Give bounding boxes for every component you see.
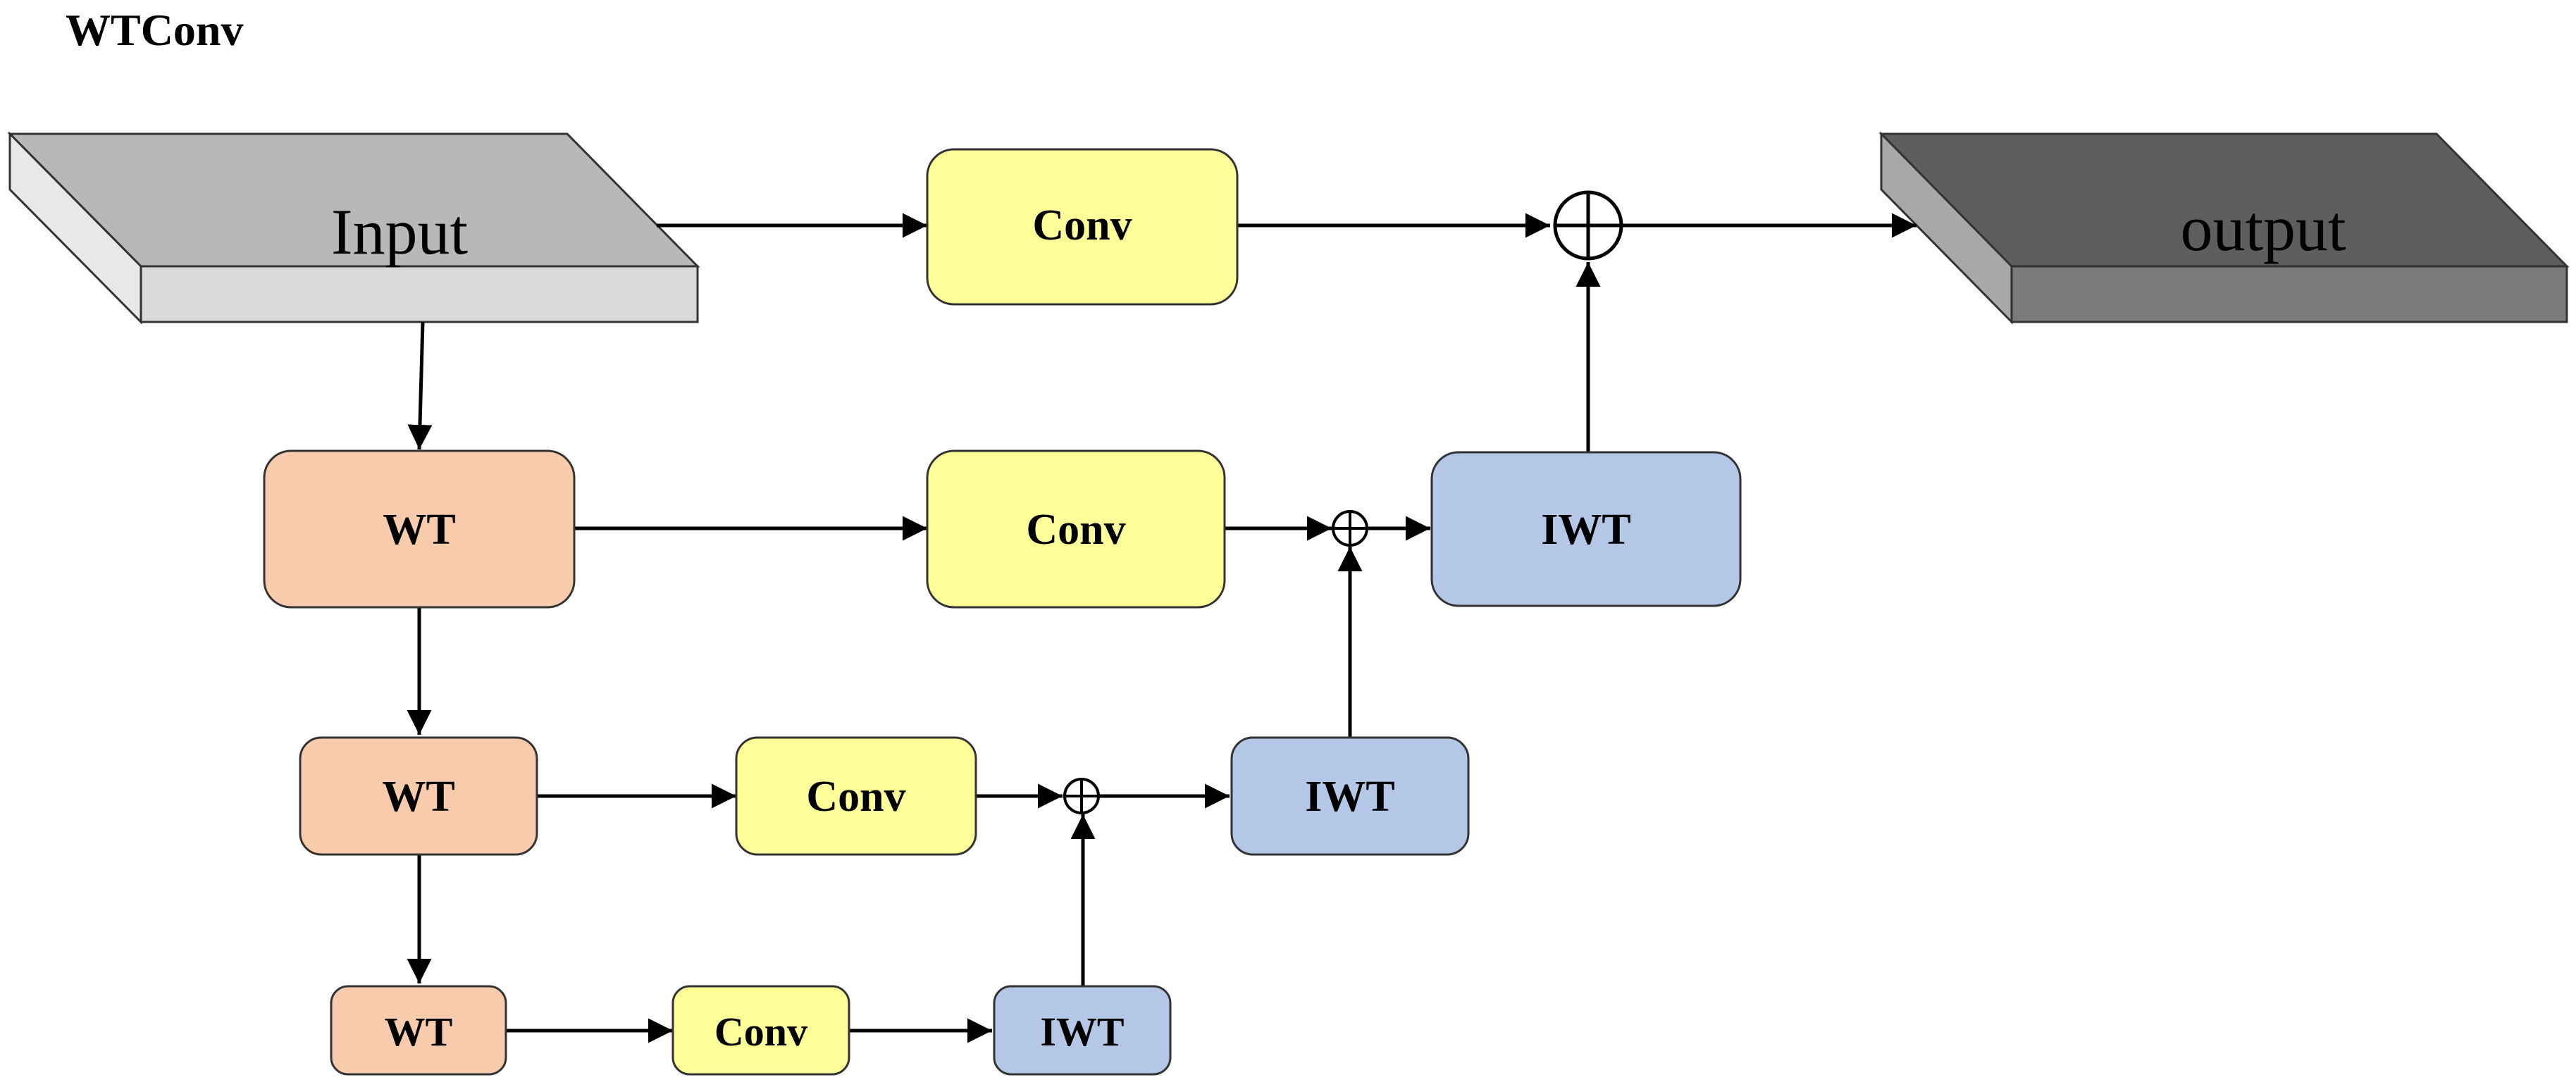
input-label: Input	[331, 196, 469, 268]
iwt3-block: IWT	[993, 985, 1172, 1076]
diagram-title: WTConv	[66, 5, 244, 55]
output-tensor: output	[1878, 131, 2570, 325]
input-tensor: Input	[7, 131, 700, 325]
conv3-label: Conv	[714, 1009, 807, 1055]
conv2-block: Conv	[735, 736, 977, 856]
conv3-block: Conv	[671, 985, 850, 1076]
iwt2-block: IWT	[1230, 736, 1470, 856]
wt3-block: WT	[330, 985, 507, 1076]
conv1-block: Conv	[926, 449, 1226, 609]
iwt1-label: IWT	[1541, 506, 1630, 554]
circle-plus-icon	[1063, 778, 1100, 814]
wt2-label: WT	[382, 773, 454, 821]
iwt1-block: IWT	[1430, 451, 1742, 607]
conv1-label: Conv	[1026, 506, 1125, 554]
output-label: output	[2180, 192, 2346, 264]
circle-plus-icon	[1553, 190, 1623, 261]
edges	[407, 213, 1916, 1043]
conv-top-block: Conv	[926, 148, 1239, 306]
wt2-block: WT	[299, 736, 538, 856]
iwt3-label: IWT	[1040, 1009, 1124, 1055]
circle-plus-icon	[1332, 510, 1368, 547]
edge-input-wt1	[407, 321, 433, 450]
conv2-label: Conv	[806, 773, 905, 821]
conv-top-label: Conv	[1032, 201, 1132, 249]
wt1-label: WT	[383, 506, 455, 554]
wt1-block: WT	[263, 449, 576, 609]
wt3-label: WT	[385, 1009, 453, 1055]
iwt2-label: IWT	[1305, 773, 1394, 821]
